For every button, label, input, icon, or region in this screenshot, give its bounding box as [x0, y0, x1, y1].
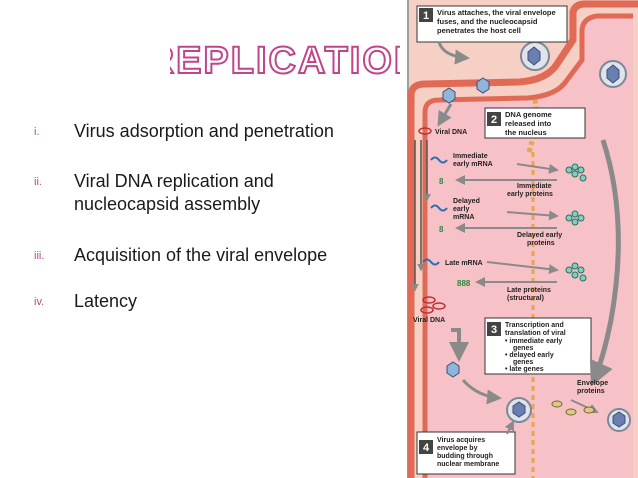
mature-virus-icon: [607, 408, 631, 432]
delayed-early-mrna-line-3: mRNA: [453, 214, 474, 221]
step-3-number: 3: [491, 324, 497, 336]
step-2-arrow: [437, 103, 453, 127]
step-3-line-5: • delayed early: [505, 352, 554, 359]
replication-diagram-svg: 1 Virus attaches, the viral envelope fus…: [407, 0, 638, 478]
slide-title-text: REPLICATION: [170, 40, 400, 82]
immediate-early-proteins-line-1: Immediate: [517, 183, 552, 190]
step-2-line-1: DNA genome: [505, 110, 552, 119]
step-3-line-4: genes: [513, 345, 533, 352]
protein-glyph: 8: [439, 177, 444, 186]
envelope-protein-icons: [551, 400, 595, 416]
step-1-line-2: fuses, and the nucleocapsid: [437, 17, 538, 26]
nucleocapsid-icon: [442, 77, 490, 104]
protein-glyph: 888: [457, 279, 471, 288]
step-1-line-1: Virus attaches, the viral envelope: [437, 8, 556, 17]
viral-dna-top-label: Viral DNA: [435, 129, 467, 136]
mrna-wave-icon: [430, 156, 448, 164]
protein-flow-arrow: [589, 139, 621, 387]
step-4-number: 4: [423, 442, 430, 454]
step-3-line-2: translation of viral: [505, 330, 566, 337]
delayed-early-proteins-line-1: Delayed early: [517, 232, 562, 239]
step-3-box: 3 Transcription and translation of viral…: [484, 317, 592, 375]
protein-glyph: 8: [439, 225, 444, 234]
late-proteins-icon: [565, 262, 587, 282]
step-3-line-7: • late genes: [505, 366, 544, 373]
export-arrow: [486, 261, 559, 275]
step-1-arrow: [437, 41, 470, 65]
bullet-text: Latency: [74, 291, 138, 311]
inner-nuclear-membrane: [422, 13, 633, 478]
step-1-box: 1 Virus attaches, the viral envelope fus…: [416, 5, 568, 43]
step-4-line-4: nuclear membrane: [437, 461, 499, 468]
export-arrow: [506, 210, 559, 221]
replication-diagram: 1 Virus attaches, the viral envelope fus…: [407, 0, 638, 478]
virus-particle-entering: [520, 41, 550, 71]
mrna-wave-icon: [430, 204, 448, 212]
delayed-early-mrna-line-1: Delayed: [453, 198, 480, 205]
bullet-number: iii.: [34, 250, 45, 262]
late-mrna-label: Late mRNA: [445, 260, 483, 267]
assembly-arrow: [449, 328, 469, 362]
delayed-early-proteins-line-2: proteins: [527, 240, 555, 247]
mrna-wave-icon: [422, 258, 440, 266]
immediate-early-mrna-line-2: early mRNA: [453, 161, 493, 168]
bullet-text: Virus adsorption and penetration: [74, 121, 334, 141]
viral-dna-bottom-icon: [420, 296, 446, 314]
step-2-box: 2 DNA genome released into the nucleus: [484, 107, 586, 139]
delayed-early-proteins-icon: [565, 210, 585, 226]
step-2-line-2: released into: [505, 119, 552, 128]
step-1-line-3: penetrates the host cell: [437, 26, 521, 35]
slide-title: REPLICATION: [170, 36, 400, 84]
immediate-early-mrna-line-1: Immediate: [453, 153, 488, 160]
virus-particle-attached: [599, 60, 627, 88]
slide-title-graphic: REPLICATION: [170, 39, 400, 83]
budding-virus-icon: [506, 397, 532, 423]
bullet-text: Viral DNA replication and nucleocapsid a…: [74, 171, 274, 214]
bullet-number: i.: [34, 126, 40, 138]
step-4-box: 4 Virus acquires envelope by budding thr…: [416, 431, 516, 475]
viral-dna-top-icon: [418, 127, 432, 135]
step-4-line-2: envelope by: [437, 445, 478, 452]
bullet-number: iv.: [34, 296, 45, 308]
step-3-line-3: • immediate early: [505, 338, 562, 345]
export-arrow: [516, 163, 559, 174]
budding-arrow: [461, 378, 502, 405]
step-3-line-1: Transcription and: [505, 322, 564, 329]
step-4-line-1: Virus acquires: [437, 437, 485, 444]
step-3-line-6: genes: [513, 359, 533, 366]
envelope-proteins-line-2: proteins: [577, 388, 605, 395]
late-proteins-line-2: (structural): [507, 295, 544, 302]
delayed-early-mrna-line-2: early: [453, 206, 469, 213]
bullet-number: ii.: [34, 176, 42, 188]
late-proteins-line-1: Late proteins: [507, 287, 551, 294]
nucleocapsid-assembled-icon: [446, 361, 460, 378]
step-2-number: 2: [491, 114, 497, 126]
bullet-text: Acquisition of the viral envelope: [74, 245, 328, 265]
nuclear-membrane: [407, 0, 638, 478]
step-1-number: 1: [423, 10, 429, 22]
viral-dna-bottom-label: Viral DNA: [413, 317, 445, 324]
envelope-proteins-line-1: Envelope: [577, 380, 608, 387]
immediate-early-proteins-icon: [565, 163, 587, 182]
step-4-line-3: budding through: [437, 453, 493, 460]
step-2-line-3: the nucleus: [505, 128, 547, 137]
immediate-early-proteins-line-2: early proteins: [507, 191, 553, 198]
step-4-arrow: [504, 420, 514, 435]
